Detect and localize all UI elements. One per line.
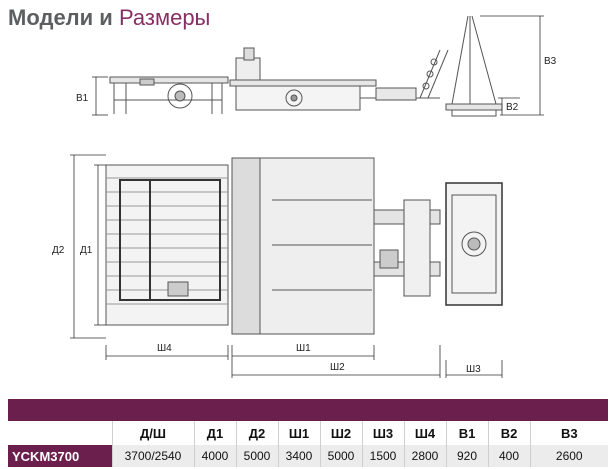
side-arm [419,49,441,99]
side-dimensions [92,15,544,116]
side-arm [427,49,449,99]
spec-header-row: Д/Ш Д1 Д2 Ш1 Ш2 Ш3 Ш4 В1 В2 В3 [8,421,608,445]
top-motor-block [167,281,189,297]
dim-label-d1: Д1 [80,245,93,256]
spec-header-cell: В2 [487,421,530,445]
side-mid-drum-hub [290,94,298,102]
top-view [105,157,503,335]
side-rack-leg [471,15,497,105]
side-motor [375,87,417,101]
spec-header-cell: Ш2 [319,421,362,445]
spec-header-blank [8,421,112,445]
dim-label-w3: Ш3 [466,364,481,375]
spec-value-cell: 2600 [529,445,608,467]
side-view [109,15,503,117]
side-arm-cup [426,70,434,78]
spec-value-cell: 3700/2540 [111,445,194,467]
spec-table: Д/Ш Д1 Д2 Ш1 Ш2 Ш3 Ш4 В1 В2 В3 YCKM3700 … [8,421,608,467]
top-arm-motor [379,249,399,269]
top-rack-inner [451,194,497,294]
spec-table-section: Д/Ш Д1 Д2 Ш1 Ш2 Ш3 Ш4 В1 В2 В3 YCKM3700 … [8,399,608,467]
side-cutting-head [235,57,261,81]
spec-value-cell: 5000 [235,445,278,467]
dim-label-d2: Д2 [52,245,65,256]
spec-header-cell: Ш4 [403,421,446,445]
spec-value-cell: 4000 [193,445,236,467]
spec-value-cell: 1500 [361,445,404,467]
spec-header-cell: Д1 [193,421,236,445]
dim-label-w4: Ш4 [157,343,172,354]
dim-label-b3: В3 [544,56,557,67]
top-bridge [231,157,261,335]
spec-header-cell: Д/Ш [111,421,194,445]
machine-drawing: В1 В3 В2 [52,15,557,378]
side-rack-leg [451,15,469,105]
side-mid-drum [285,89,303,107]
top-frame [119,179,221,301]
spec-value-cell: 5000 [319,445,362,467]
dim-label-b1: В1 [76,93,89,104]
side-rack-base [445,103,503,111]
spec-value-cell: 2800 [403,445,446,467]
table-header-band [8,399,608,421]
title-part-1: Модели и [8,5,113,30]
side-rack-foot [451,109,497,117]
top-rack-hub [461,231,487,257]
side-cutting-head-top [243,47,255,61]
spec-value-cell: 920 [445,445,488,467]
table-row: YCKM3700 3700/2540 4000 5000 3400 5000 1… [8,445,608,467]
side-arm-cup [430,58,438,66]
spec-model-name: YCKM3700 [8,445,112,467]
side-wheel [167,83,193,109]
spec-value-cell: 400 [487,445,530,467]
spec-header-cell: Ш3 [361,421,404,445]
side-left-table-top [109,76,229,84]
dim-label-w1: Ш1 [296,343,311,354]
side-arm-cup [422,82,430,90]
top-dimensions [70,154,503,378]
side-block [139,78,155,86]
top-rack-hub-core [467,237,481,251]
spec-value-cell: 3400 [277,445,320,467]
page-title: Модели и Размеры [8,4,210,32]
title-part-2: Размеры [118,5,211,30]
side-mid-table-top [229,79,377,87]
spec-header-cell: В1 [445,421,488,445]
top-arm-carriage [403,199,431,297]
side-mid-body [235,85,361,111]
spec-header-cell: Д2 [235,421,278,445]
spec-header-cell: Ш1 [277,421,320,445]
side-wheel-hub [174,90,186,102]
dim-label-b2: В2 [506,102,519,113]
spec-header-cell: В3 [529,421,608,445]
dim-label-w2: Ш2 [330,362,345,373]
